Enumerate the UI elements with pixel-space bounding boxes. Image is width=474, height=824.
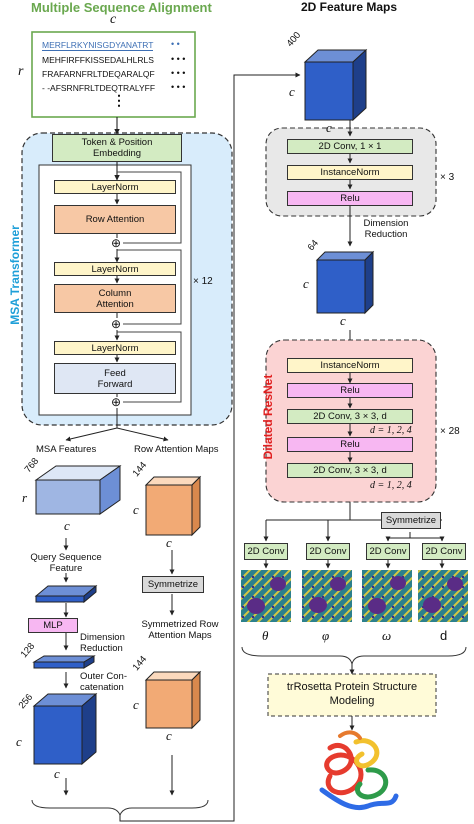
row-attention-c-bottom: c (166, 535, 172, 550)
angle-phi: φ (322, 628, 330, 643)
angle-theta: θ (262, 628, 269, 643)
symmetrize-box-right: Symmetrize (381, 512, 441, 529)
add-node-1: ⊕ (111, 236, 122, 250)
symmetrized-c-bottom: c (166, 728, 172, 743)
msa-title: Multiple Sequence Alignment (31, 0, 212, 15)
add-node-3: ⊕ (111, 395, 122, 409)
feature-cube-64 (315, 250, 375, 315)
instancenorm-box-top: InstanceNorm (287, 165, 413, 180)
feed-forward-box: Feed Forward (54, 363, 176, 394)
reduced-feature-bar (32, 655, 96, 669)
feature-cube-400 (303, 48, 368, 122)
transformer-repeat: × 12 (193, 276, 213, 287)
dilated-conv-box-2: 2D Conv, 3 × 3, d (287, 463, 413, 478)
dilation-values-1: d = 1, 2, 4 (370, 425, 412, 436)
outer-concat-label: Outer Con- catenation (80, 671, 127, 693)
distance-map-phi (302, 570, 352, 622)
row-attention-box: Row Attention (54, 205, 176, 234)
outer-concat-c-left: c (16, 734, 22, 749)
msa-dots-4: • • • (171, 82, 186, 92)
query-feature-label: Query Sequence Feature (30, 552, 102, 574)
layernorm-2: LayerNorm (54, 262, 176, 276)
output-conv-omega: 2D Conv (366, 543, 410, 560)
msa-sequence-1: MERFLRKYNISGDYANATRT (42, 40, 154, 51)
row-attention-cube (144, 475, 202, 537)
instancenorm-box-resnet: InstanceNorm (287, 358, 413, 373)
layernorm-1: LayerNorm (54, 180, 176, 194)
row-attention-c-left: c (133, 502, 139, 517)
protein-structure-image (319, 730, 399, 810)
add-node-2: ⊕ (111, 317, 122, 331)
symmetrized-cube (144, 670, 202, 730)
msa-features-c: c (64, 518, 70, 533)
symmetrized-c-left: c (133, 697, 139, 712)
output-conv-d: 2D Conv (422, 543, 466, 560)
distance-map-omega (362, 570, 412, 622)
msa-sequence-3: FRAFARNFRLTDEQARALQF (42, 69, 155, 79)
msa-sequence-4: - -AFSRNFRLTDEQTRALYFF (42, 83, 156, 93)
msa-features-label: MSA Features (36, 444, 97, 455)
msa-dots-down: ⋮ (112, 92, 126, 108)
layernorm-3: LayerNorm (54, 341, 176, 355)
trrosetta-label: trRosetta Protein Structure Modeling (286, 681, 418, 707)
column-attention-box: Column Attention (54, 284, 176, 313)
symmetrize-box-mid: Symmetrize (142, 576, 204, 593)
distance-map-d (418, 570, 468, 622)
msa-transformer-label: MSA Transformer (8, 225, 22, 325)
dilated-resnet-label: Dilated ResNet (261, 374, 275, 460)
query-feature-bar (34, 584, 98, 604)
reduction-repeat: × 3 (440, 172, 455, 183)
msa-features-block (34, 465, 122, 515)
row-attention-maps-label: Row Attention Maps (134, 444, 219, 455)
msa-dots-1: • • (171, 39, 180, 49)
feature-cube-c-left: c (289, 84, 295, 99)
msa-features-r: r (22, 490, 28, 505)
outer-concat-cube (32, 692, 98, 766)
msa-row-label: r (18, 64, 24, 79)
feature-cube-c-bottom: c (326, 120, 332, 135)
mlp-box: MLP (28, 618, 78, 633)
resnet-repeat: × 28 (440, 426, 460, 437)
relu-box-top: Relu (287, 191, 413, 206)
msa-col-label: c (110, 12, 117, 27)
angle-omega: ω (382, 628, 392, 643)
msa-dots-3: • • • (171, 68, 186, 78)
conv1x1-box: 2D Conv, 1 × 1 (287, 139, 413, 154)
msa-dots-2: • • • (171, 54, 186, 64)
distance-map-theta (241, 570, 291, 622)
output-conv-theta: 2D Conv (244, 543, 288, 560)
output-conv-phi: 2D Conv (306, 543, 350, 560)
msa-sequence-2: MEHFIRFFKISSEDALHLRLS (42, 55, 154, 65)
relu-box-resnet-1: Relu (287, 383, 413, 398)
msa-box (31, 31, 196, 118)
dilation-values-2: d = 1, 2, 4 (370, 480, 412, 491)
feature64-c-left: c (303, 276, 309, 291)
feature64-c-bottom: c (340, 313, 346, 328)
distance-d: d (440, 628, 448, 643)
left-dimension-reduction: Dimension Reduction (80, 632, 125, 654)
outer-concat-c-bottom: c (54, 766, 60, 781)
right-dimension-reduction: Dimension Reduction (363, 218, 409, 240)
relu-box-resnet-2: Relu (287, 437, 413, 452)
symmetrized-maps-label: Symmetrized Row Attention Maps (141, 619, 219, 641)
dilated-conv-box-1: 2D Conv, 3 × 3, d (287, 409, 413, 424)
embedding-box: Token & Position Embedding (52, 134, 182, 162)
feature-maps-title: 2D Feature Maps (301, 0, 398, 14)
